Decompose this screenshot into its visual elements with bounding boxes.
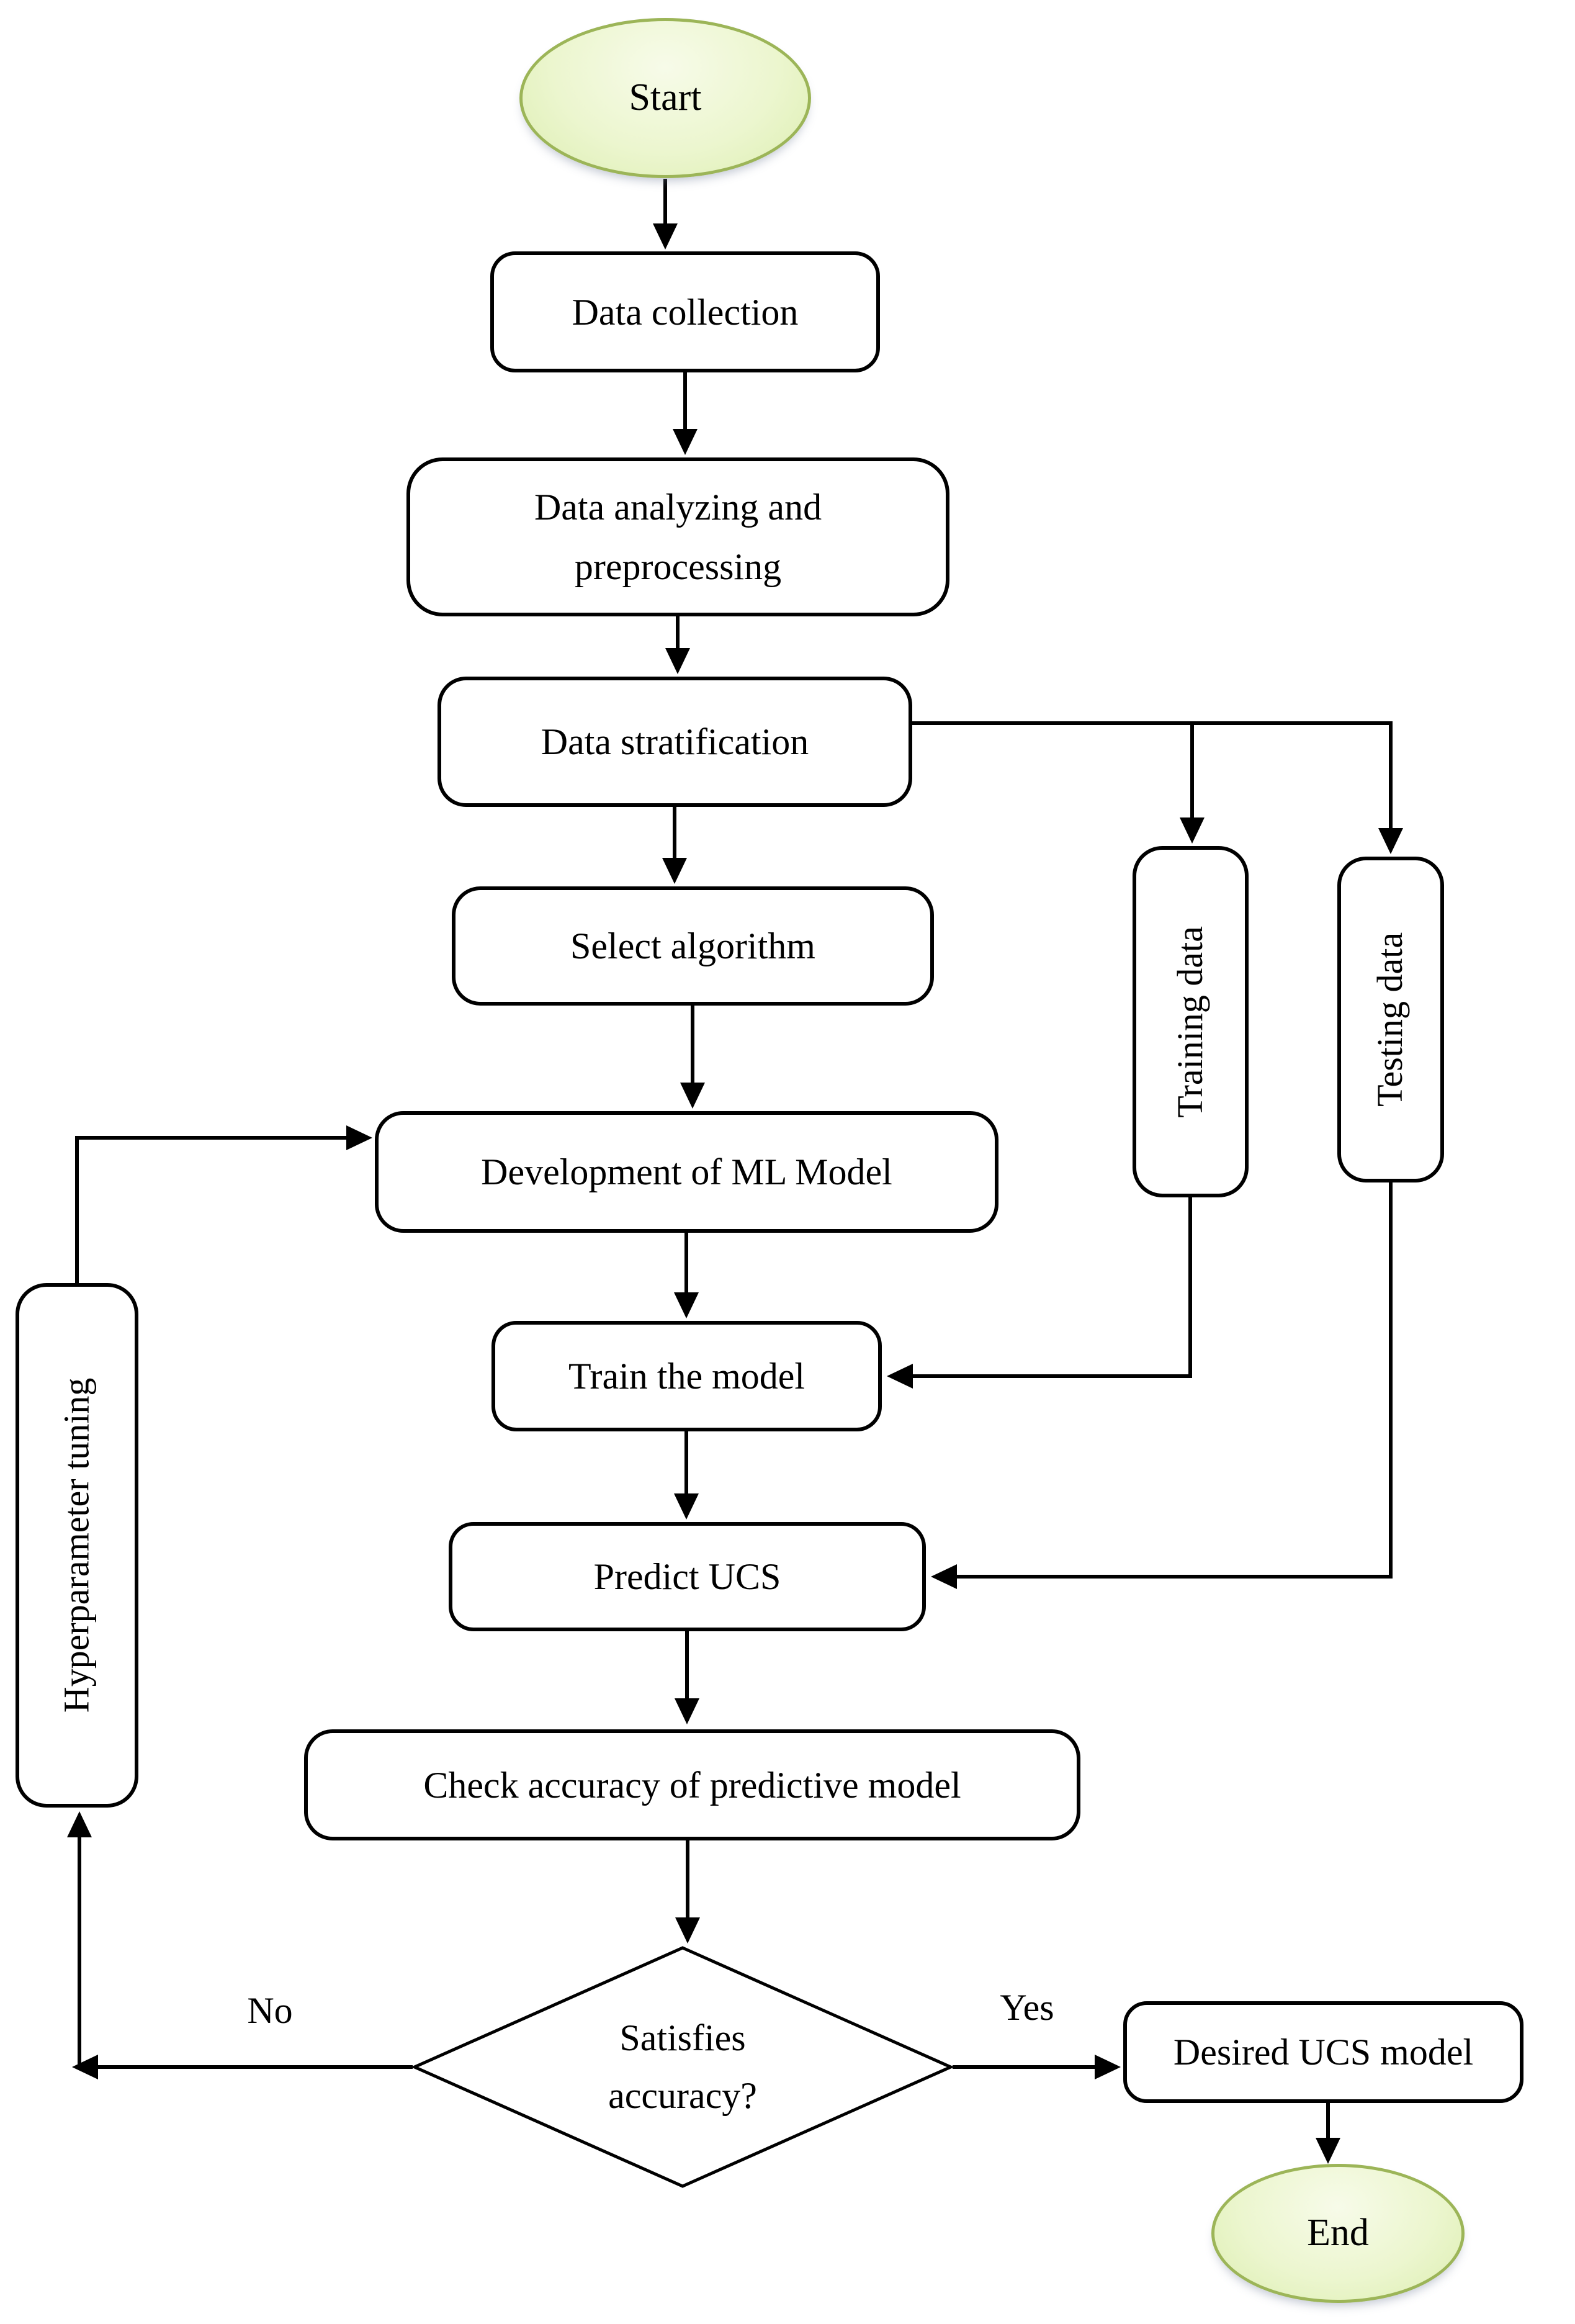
node-desired-model: Desired UCS model: [1123, 2001, 1523, 2103]
arrowhead: [346, 1125, 372, 1150]
node-data-analyzing: Data analyzing and preprocessing: [406, 457, 949, 616]
node-testing-data: Testing data: [1337, 857, 1444, 1182]
decision-diamond-shape: [413, 1946, 953, 2188]
node-desired-model-label: Desired UCS model: [1173, 2032, 1474, 2073]
arrowhead: [673, 429, 698, 455]
node-start: Start: [519, 18, 811, 178]
node-end-label: End: [1307, 2212, 1369, 2254]
node-training-data: Training data: [1133, 846, 1249, 1197]
node-check-accuracy: Check accuracy of predictive model: [304, 1729, 1080, 1840]
node-hyperparameter-tuning: Hyperparameter tuning: [16, 1283, 138, 1808]
arrowhead: [674, 1292, 699, 1318]
node-data-stratification: Data stratification: [437, 677, 912, 807]
node-data-collection-label: Data collection: [572, 291, 799, 333]
node-data-analyzing-label: Data analyzing and preprocessing: [534, 487, 822, 587]
node-hyperparameter-tuning-label: Hyperparameter tuning: [56, 1377, 97, 1713]
node-data-stratification-label: Data stratification: [541, 721, 809, 762]
arrowhead: [680, 1083, 705, 1109]
node-train-model-label: Train the model: [568, 1356, 805, 1397]
arrowhead: [1316, 2138, 1340, 2164]
arrowhead: [1095, 2055, 1121, 2079]
line-stratification-branch: [912, 721, 1393, 831]
node-check-accuracy-label: Check accuracy of predictive model: [423, 1764, 961, 1806]
arrowhead: [662, 858, 687, 884]
node-data-collection: Data collection: [490, 251, 880, 372]
node-end: End: [1211, 2164, 1465, 2303]
node-select-algorithm: Select algorithm: [452, 886, 934, 1006]
arrowhead: [665, 648, 690, 674]
node-predict-ucs: Predict UCS: [449, 1522, 926, 1631]
node-testing-data-label: Testing data: [1370, 932, 1411, 1107]
line-hyper-development: [75, 1136, 348, 1283]
arrowhead: [1180, 817, 1205, 844]
arrowhead: [931, 1564, 957, 1589]
arrowhead: [675, 1698, 699, 1724]
node-development-label: Development of ML Model: [481, 1151, 892, 1192]
node-select-algorithm-label: Select algorithm: [570, 926, 815, 966]
arrowhead: [887, 1364, 913, 1389]
node-training-data-label: Training data: [1170, 926, 1211, 1118]
node-development: Development of ML Model: [375, 1111, 998, 1233]
node-decision: Satisfies accuracy?: [413, 1946, 953, 2188]
edge-label-yes: Yes: [1000, 1987, 1054, 2028]
arrowhead: [72, 2055, 98, 2079]
arrowhead: [1378, 828, 1403, 854]
line-training-train: [912, 1197, 1192, 1378]
arrowhead: [653, 223, 678, 250]
node-train-model: Train the model: [491, 1321, 882, 1431]
arrowhead: [675, 1917, 700, 1943]
line-testing-predict: [956, 1182, 1393, 1579]
arrowhead: [674, 1493, 699, 1520]
edge-label-no: No: [247, 1990, 293, 2031]
node-start-label: Start: [629, 76, 702, 119]
node-predict-ucs-label: Predict UCS: [593, 1556, 781, 1597]
arrowhead: [67, 1811, 92, 1837]
node-decision-label: Satisfies accuracy?: [608, 2017, 757, 2116]
